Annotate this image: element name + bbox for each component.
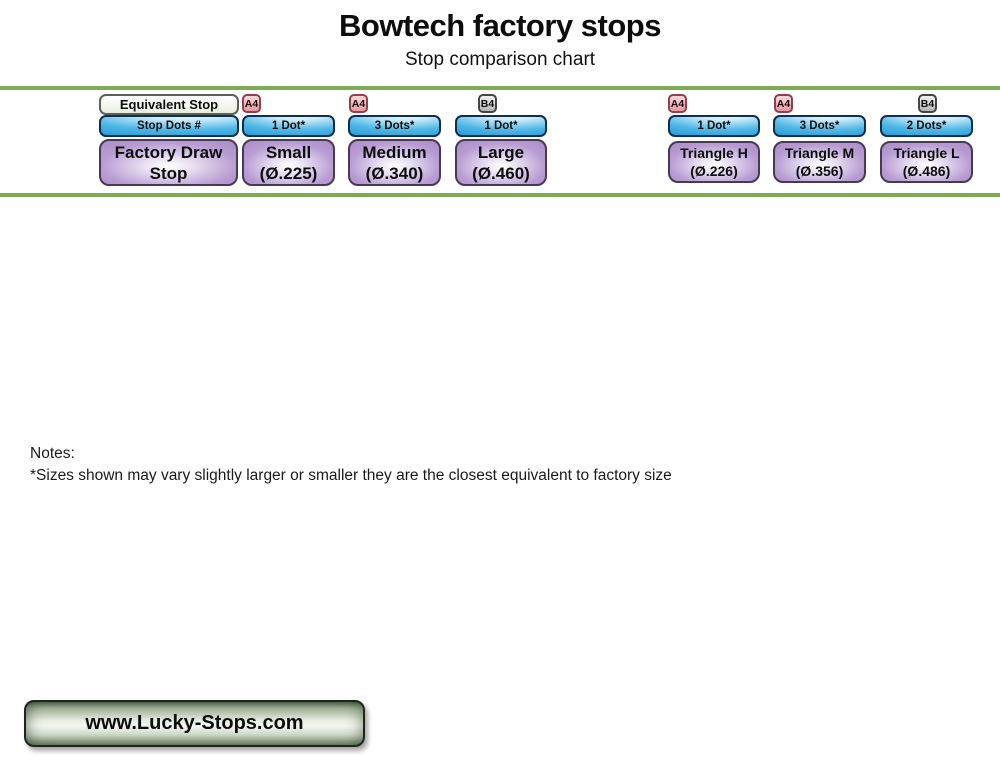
- stop-name: Triangle L: [893, 145, 960, 161]
- stop-dots-cell: 1 Dot*: [668, 115, 760, 137]
- divider-top: [0, 86, 1000, 90]
- page-title: Bowtech factory stops: [339, 8, 661, 43]
- stop-column-badge: A4: [774, 94, 793, 113]
- stop-name-cell: Triangle M (Ø.356): [773, 141, 866, 183]
- stop-name: Medium: [362, 142, 427, 162]
- stop-size: (Ø.226): [690, 163, 738, 179]
- stop-column-badge: A4: [349, 94, 368, 113]
- stop-size: (Ø.460): [472, 163, 530, 183]
- stop-name: Triangle H: [680, 145, 748, 161]
- stop-name-cell: Triangle H (Ø.226): [668, 141, 760, 183]
- stop-name-cell: Large (Ø.460): [455, 139, 547, 186]
- notes-text: *Sizes shown may vary slightly larger or…: [30, 467, 672, 484]
- row-header-stop-dots: Stop Dots #: [99, 115, 239, 137]
- stop-size: (Ø.225): [259, 163, 318, 183]
- divider-bottom: [0, 193, 1000, 197]
- row-header-factory-draw-stop: Factory Draw Stop: [99, 139, 238, 186]
- stop-name-cell: Medium (Ø.340): [348, 139, 441, 186]
- stop-name-cell: Triangle L (Ø.486): [880, 141, 973, 183]
- stop-column-badge: B4: [478, 94, 497, 113]
- stop-dots-cell: 1 Dot*: [242, 115, 335, 137]
- notes-block: Notes: *Sizes shown may vary slightly la…: [30, 443, 672, 487]
- page-subtitle: Stop comparison chart: [404, 49, 596, 70]
- notes-label: Notes:: [30, 445, 75, 462]
- row-header-equivalent-stop: Equivalent Stop: [99, 94, 239, 115]
- factory-draw-line1: Factory Draw: [114, 142, 223, 162]
- stop-name-cell: Small (Ø.225): [242, 139, 335, 186]
- stop-dots-cell: 3 Dots*: [348, 115, 441, 137]
- factory-draw-line2: Stop: [149, 163, 188, 183]
- stop-dots-cell: 2 Dots*: [880, 115, 973, 137]
- stop-name: Triangle M: [784, 145, 855, 161]
- stop-column-badge: B4: [918, 94, 937, 113]
- stop-column-badge: A4: [668, 94, 687, 113]
- stop-dots-cell: 3 Dots*: [773, 115, 866, 137]
- stop-size: (Ø.356): [795, 163, 844, 179]
- stop-name: Small: [265, 142, 312, 162]
- stop-name: Large: [477, 142, 525, 162]
- stop-dots-cell: 1 Dot*: [455, 115, 547, 137]
- stop-column-badge: A4: [242, 94, 261, 113]
- stop-size: (Ø.486): [902, 163, 951, 179]
- website-button[interactable]: www.Lucky-Stops.com: [24, 700, 365, 747]
- stop-size: (Ø.340): [365, 163, 424, 183]
